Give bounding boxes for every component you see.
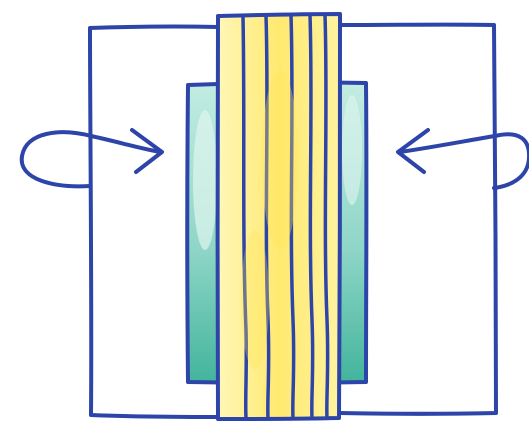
outer-frame-right (338, 22, 498, 416)
outer-frame-left (88, 24, 220, 419)
strip-tint (241, 230, 269, 370)
strip-divider (241, 15, 249, 420)
curved-arrow-right-icon (19, 128, 164, 189)
core-highlight (193, 110, 217, 250)
strip-divider (289, 13, 296, 420)
lamination-strips (215, 12, 342, 421)
curved-arrow-left-icon (396, 128, 529, 190)
strip-divider (323, 13, 330, 420)
strip-divider (308, 13, 315, 420)
core-highlight (342, 95, 362, 205)
strip-divider (264, 14, 271, 420)
strip-tint (262, 70, 298, 250)
